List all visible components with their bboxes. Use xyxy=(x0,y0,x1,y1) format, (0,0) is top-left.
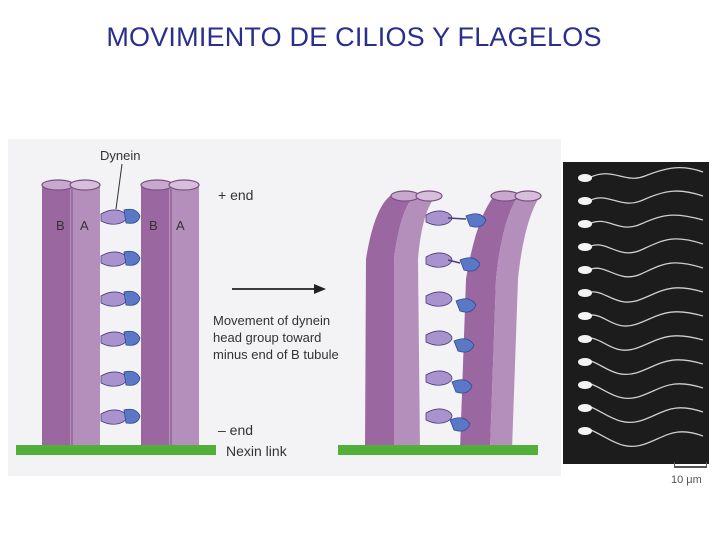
scale-bar xyxy=(674,462,707,468)
nexin-label: Nexin link xyxy=(226,443,288,459)
tubule-a-label-2: A xyxy=(176,218,185,233)
sperm-heads xyxy=(578,174,592,435)
movement-arrow xyxy=(232,284,326,294)
flagellum-wave-frames xyxy=(578,166,704,447)
tubule-b-label-2: B xyxy=(149,218,158,233)
movement-line-2: head group toward xyxy=(213,330,321,345)
flagellum-waves xyxy=(590,166,704,447)
movement-line-3: minus end of B tubule xyxy=(213,347,339,362)
plus-end-label: + end xyxy=(218,187,253,203)
nexin-link-left xyxy=(16,445,216,455)
dynein-label: Dynein xyxy=(100,148,140,163)
movement-caption: Movement of dynein head group toward min… xyxy=(213,313,339,362)
dynein-arms-right xyxy=(425,210,487,432)
doublet-left-1 xyxy=(41,179,101,453)
movement-line-1: Movement of dynein xyxy=(213,313,330,328)
doublet-left-2 xyxy=(140,179,200,453)
scale-label: 10 μm xyxy=(671,474,702,486)
dynein-diagram: B A B A Dynein + end xyxy=(16,148,542,459)
tubule-b-label-1: B xyxy=(56,218,65,233)
flagellum-micrograph xyxy=(563,162,709,464)
tubule-a-label-1: A xyxy=(80,218,89,233)
slide-title: MOVIMIENTO DE CILIOS Y FLAGELOS xyxy=(106,22,602,52)
dynein-arms-left xyxy=(100,208,141,425)
dynein-pointer xyxy=(115,163,123,210)
doublet-right-2 xyxy=(460,190,542,450)
doublet-right-1 xyxy=(365,190,443,450)
minus-end-label: – end xyxy=(218,422,253,438)
nexin-link-right xyxy=(338,445,538,455)
